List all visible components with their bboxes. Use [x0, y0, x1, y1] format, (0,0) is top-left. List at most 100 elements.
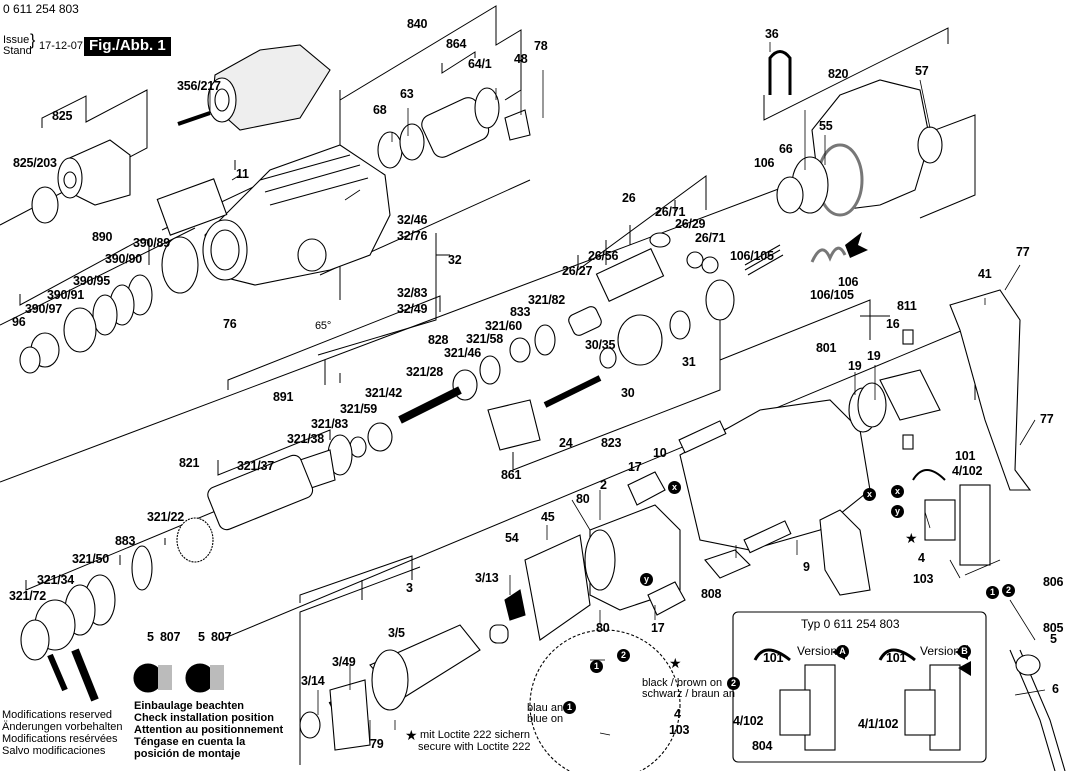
terminal-marker-1: 1	[986, 586, 999, 599]
callout-10: 10	[653, 446, 667, 460]
callout-30-35: 30/35	[585, 338, 616, 352]
callout-801: 801	[816, 341, 837, 355]
bracket-890	[19, 239, 150, 306]
bracket-864	[441, 51, 476, 74]
part-825	[31, 139, 131, 224]
part-number: 0 611 254 803	[3, 2, 79, 16]
install-de: Einbaulage beachten	[134, 700, 245, 712]
version-b-label: Version	[920, 644, 961, 658]
issue-date: 17-12-07	[39, 40, 84, 52]
modifications-fr: Modifications resérvées	[2, 733, 118, 745]
wire-marker-y-2: y	[891, 505, 904, 518]
switch-versionB	[878, 648, 961, 751]
modifications-notice: Modifications reserved Änderungen vorbeh…	[2, 709, 122, 757]
callout-2: 2	[600, 478, 607, 492]
callout-825-203: 825/203	[13, 156, 57, 170]
callout-3-13: 3/13	[475, 571, 499, 585]
callout-78: 78	[534, 39, 548, 53]
loctite-note-star-icon: ★	[405, 727, 418, 743]
callout-77-b: 77	[1040, 412, 1054, 426]
callout-321-60: 321/60	[485, 319, 523, 333]
detail-black-marker-2: 2	[727, 677, 740, 690]
callout-390-90: 390/90	[105, 252, 143, 266]
callout-3-14: 3/14	[301, 674, 325, 688]
callout-26-71-a: 26/71	[655, 205, 686, 219]
install-es-1: Téngase en cuenta la	[134, 736, 246, 748]
modifications-en: Modifications reserved	[2, 709, 113, 721]
callout-890: 890	[92, 230, 113, 244]
detail-black-de: schwarz / braun an	[642, 688, 735, 700]
callout-808: 808	[701, 587, 722, 601]
install-fr: Attention au positionnement	[134, 724, 284, 736]
callout-103: 103	[913, 572, 934, 586]
callout-4: 4	[918, 551, 925, 565]
callout-5-cable: 5	[1050, 632, 1057, 646]
detail-blue-en: blue on	[527, 713, 564, 725]
callout-5-install-b: 5	[198, 630, 205, 644]
detail-callout-103: 103	[669, 723, 690, 737]
callout-106-105-a: 106/105	[730, 249, 774, 263]
bracket-823	[512, 296, 721, 471]
baffle-45	[524, 534, 591, 641]
callout-26-71-b: 26/71	[695, 231, 726, 245]
callout-36: 36	[765, 27, 779, 41]
callout-6: 6	[1052, 682, 1059, 696]
callout-80-b: 80	[596, 621, 610, 635]
callout-5-install-a: 5	[147, 630, 154, 644]
version-a-callout-804: 804	[752, 739, 773, 753]
callout-807-install-a: 807	[160, 630, 181, 644]
stator-part	[584, 504, 681, 611]
terminal-marker-2: 2	[1002, 584, 1015, 597]
callout-9: 9	[803, 560, 810, 574]
callout-64-1: 64/1	[468, 57, 492, 71]
detail-black-en: black / brown on	[642, 677, 723, 689]
installation-notice: Einbaulage beachten Check installation p…	[134, 700, 283, 760]
callout-823: 823	[601, 436, 622, 450]
callout-390-97: 390/97	[25, 302, 63, 316]
callout-828: 828	[428, 333, 449, 347]
detail-circle	[529, 629, 681, 771]
callout-19-b: 19	[867, 349, 881, 363]
callout-32-83: 32/83	[397, 286, 428, 300]
callout-356-217: 356/217	[177, 79, 221, 93]
callout-3-5: 3/5	[388, 626, 405, 640]
figure-label: Fig./Abb. 1	[84, 37, 171, 56]
callout-321-38: 321/38	[287, 432, 325, 446]
callout-821: 821	[179, 456, 200, 470]
bracket-828	[227, 295, 441, 390]
callout-321-34: 321/34	[37, 573, 75, 587]
callout-17-a: 17	[628, 460, 642, 474]
detail-blue-de: blau an	[527, 702, 564, 714]
gear-housing	[156, 144, 391, 286]
callout-805: 805	[1043, 621, 1064, 635]
modifications-de: Änderungen vorbehalten	[2, 721, 123, 733]
wire-marker-y-1: y	[640, 573, 653, 586]
modifications-es: Salvo modificaciones	[2, 745, 106, 757]
callout-883: 883	[115, 534, 136, 548]
bracket-891	[217, 429, 331, 476]
callout-825: 825	[52, 109, 73, 123]
callout-833: 833	[510, 305, 531, 319]
bracket-825	[0, 89, 148, 226]
callout-321-59: 321/59	[340, 402, 378, 416]
ring-stack-390	[19, 236, 199, 374]
detail-callout-4: 4	[674, 707, 681, 721]
long-diag-4	[299, 566, 421, 765]
callout-16: 16	[886, 317, 900, 331]
callout-321-58: 321/58	[466, 332, 504, 346]
callout-30: 30	[621, 386, 635, 400]
callout-68: 68	[373, 103, 387, 117]
callout-106-105-b: 106/105	[810, 288, 854, 302]
version-a-callout-101: 101	[763, 651, 784, 665]
callout-807-install-b: 807	[211, 630, 232, 644]
bracket-840	[0, 70, 100, 440]
bracket-32	[317, 233, 450, 356]
callout-24: 24	[559, 436, 573, 450]
callout-19-a: 19	[848, 359, 862, 373]
callout-101: 101	[955, 449, 976, 463]
callout-48: 48	[514, 52, 528, 66]
version-box-title: Typ 0 611 254 803	[801, 617, 900, 631]
version-b-badge: B	[958, 645, 971, 658]
long-diag-1	[0, 114, 976, 483]
